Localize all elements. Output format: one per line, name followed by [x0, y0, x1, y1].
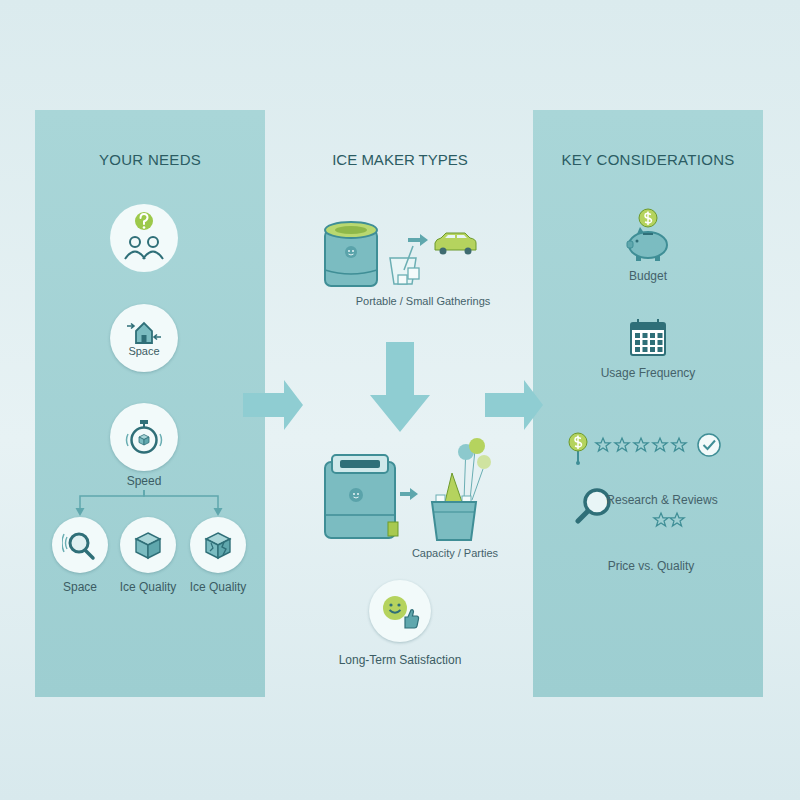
text-label: Usage Frequency: [601, 365, 696, 381]
right-panel-art: [533, 110, 763, 697]
circle-shape: [369, 580, 431, 642]
node-label: Speed: [107, 473, 181, 489]
icon-circle-node: Long-Term Satisfaction: [336, 580, 465, 668]
icon-circle-node: Ice Quality: [187, 517, 250, 595]
text-label: Budget: [629, 268, 667, 284]
icon-circle-node: Space: [110, 304, 178, 372]
node-label: Ice Quality: [187, 579, 250, 595]
cracked-ice-icon: [202, 529, 234, 561]
panel-heading: YOUR NEEDS: [35, 151, 265, 169]
circle-shape: [190, 517, 246, 573]
icon-circle-node: Speed: [107, 403, 181, 489]
icon-circle-node: Space: [49, 517, 111, 595]
branch-connector: [144, 490, 223, 516]
text-label: ICE MAKER TYPES: [332, 152, 468, 168]
node-label: Ice Quality: [117, 579, 180, 595]
circle-shape: [120, 517, 176, 573]
house-icon: [126, 318, 162, 344]
text-label: Price vs. Quality: [608, 558, 695, 574]
panel-box: YOUR NEEDS Space Speed Space Ice Quality…: [35, 110, 265, 697]
connector-line: [144, 490, 218, 510]
node-label: Space: [128, 345, 159, 358]
search-icon: [62, 529, 98, 561]
icon-circle-node: Ice Quality: [117, 517, 180, 595]
circle-shape: [110, 403, 178, 471]
satisfaction-icon: [380, 593, 420, 629]
text-label: Portable / Small Gatherings: [356, 293, 491, 309]
stopwatch-icon: [123, 417, 165, 457]
ice-cube-icon: [132, 529, 164, 561]
text-label: Capacity / Parties: [412, 545, 498, 561]
circle-shape: Space: [110, 304, 178, 372]
arrow-head: [76, 508, 85, 516]
panel-box: KEY CONSIDERATIONS: [533, 110, 763, 697]
circle-shape: [52, 517, 108, 573]
node-label: Space: [49, 579, 111, 595]
connector-line: [80, 490, 144, 510]
panel-heading: KEY CONSIDERATIONS: [533, 151, 763, 169]
text-label: Research & Reviews: [606, 492, 717, 508]
branch-connector: [76, 490, 145, 516]
node-label: Long-Term Satisfaction: [336, 652, 465, 668]
arrow-head: [214, 508, 223, 516]
